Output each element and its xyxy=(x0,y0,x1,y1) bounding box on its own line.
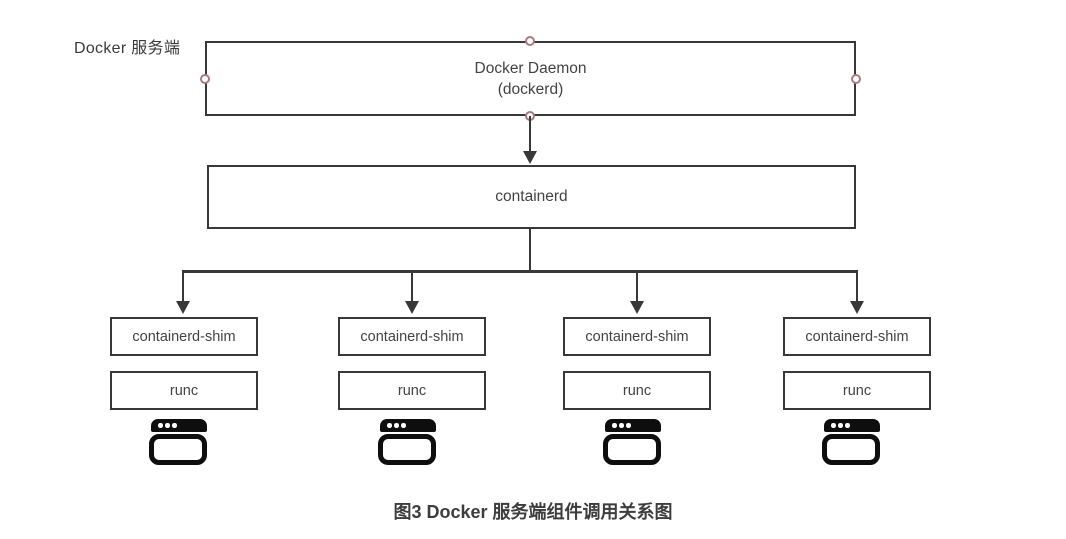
runc-box-2: runc xyxy=(338,371,486,410)
shim-label: containerd-shim xyxy=(585,328,689,345)
connector-drop-1 xyxy=(181,270,185,302)
window-icon-titlebar xyxy=(380,419,436,432)
containerd-shim-box-1: containerd-shim xyxy=(110,317,258,356)
containerd-shim-box-4: containerd-shim xyxy=(783,317,931,356)
window-icon-dot xyxy=(626,423,631,428)
arrowhead-shim-2 xyxy=(405,301,419,314)
runc-box-3: runc xyxy=(563,371,711,410)
window-icon-body xyxy=(378,434,436,465)
connector-branch-horizontal xyxy=(181,270,859,273)
daemon-title: Docker Daemon xyxy=(474,59,587,77)
runc-box-1: runc xyxy=(110,371,258,410)
docker-daemon-box: Docker Daemon (dockerd) xyxy=(205,41,856,116)
daemon-subtitle: (dockerd) xyxy=(497,80,564,98)
runc-label: runc xyxy=(169,382,199,399)
runc-label: runc xyxy=(622,382,652,399)
selection-handle-right xyxy=(851,73,861,84)
connector-daemon-containerd xyxy=(528,116,532,152)
arrowhead-shim-4 xyxy=(850,301,864,314)
window-icon xyxy=(149,419,207,465)
runc-label: runc xyxy=(842,382,872,399)
window-icon-body xyxy=(603,434,661,465)
containerd-shim-box-2: containerd-shim xyxy=(338,317,486,356)
containerd-label: containerd xyxy=(495,188,568,205)
window-icon-dot xyxy=(838,423,843,428)
window-icon xyxy=(603,419,661,465)
window-icon-body xyxy=(822,434,880,465)
connector-drop-4 xyxy=(855,270,859,302)
connector-drop-2 xyxy=(410,270,414,302)
window-icon-dot xyxy=(612,423,617,428)
window-icon-dot xyxy=(172,423,177,428)
window-icon-dot xyxy=(401,423,406,428)
figure-caption: 图3 Docker 服务端组件调用关系图 xyxy=(393,502,673,522)
runc-box-4: runc xyxy=(783,371,931,410)
shim-label: containerd-shim xyxy=(805,328,909,345)
containerd-shim-box-3: containerd-shim xyxy=(563,317,711,356)
shim-label: containerd-shim xyxy=(132,328,236,345)
window-icon-body xyxy=(149,434,207,465)
shim-label: containerd-shim xyxy=(360,328,464,345)
selection-handle-left xyxy=(200,73,210,84)
window-icon-titlebar xyxy=(151,419,207,432)
window-icon-dot xyxy=(831,423,836,428)
side-label: Docker 服务端 xyxy=(74,40,181,57)
runc-label: runc xyxy=(397,382,427,399)
window-icon-dot xyxy=(619,423,624,428)
window-icon xyxy=(822,419,880,465)
arrowhead-shim-1 xyxy=(176,301,190,314)
window-icon-dot xyxy=(394,423,399,428)
window-icon-dot xyxy=(387,423,392,428)
arrowhead-containerd xyxy=(523,151,537,164)
containerd-box: containerd xyxy=(207,165,856,229)
window-icon-titlebar xyxy=(605,419,661,432)
window-icon-titlebar xyxy=(824,419,880,432)
window-icon-dot xyxy=(158,423,163,428)
selection-handle-top xyxy=(525,36,535,46)
window-icon-dot xyxy=(165,423,170,428)
connector-containerd-stem xyxy=(528,229,532,272)
connector-drop-3 xyxy=(635,270,639,302)
window-icon xyxy=(378,419,436,465)
arrowhead-shim-3 xyxy=(630,301,644,314)
window-icon-dot xyxy=(845,423,850,428)
